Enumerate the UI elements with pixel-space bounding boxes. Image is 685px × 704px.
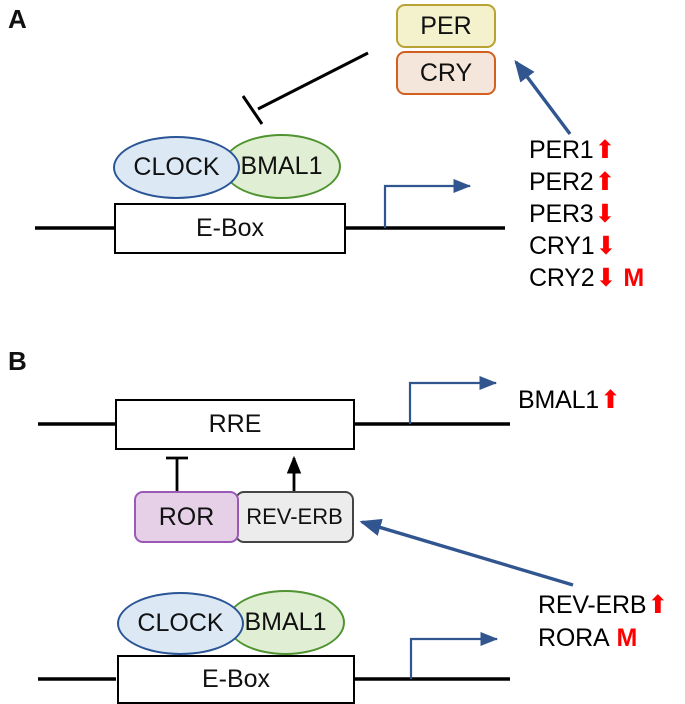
- mutation-marker: M: [616, 624, 638, 652]
- clock-label-a: CLOCK: [133, 153, 220, 181]
- gene-row: PER3 ⬇: [529, 202, 622, 227]
- regulation-arrow-icon: ⬆: [594, 168, 616, 196]
- ebox-element-b: E-Box: [117, 655, 355, 704]
- reverb-protein-box: REV-ERB: [235, 491, 354, 543]
- gene-row: PER2 ⬆: [529, 170, 622, 195]
- bmal1-protein-oval-b: BMAL1: [226, 590, 345, 655]
- regulation-arrow-icon: ⬆: [599, 386, 621, 414]
- ebox-element-a: E-Box: [114, 203, 346, 254]
- regulation-arrow-icon: ⬇: [594, 200, 616, 228]
- ror-protein-box: ROR: [134, 491, 239, 543]
- panel-a-transcription-arrow: [383, 178, 472, 228]
- panel-b-ror-inhibition-connector: [166, 456, 188, 493]
- per-protein-box: PER: [396, 4, 496, 48]
- gene-name: PER2: [529, 168, 594, 196]
- gene-name: PER1: [529, 136, 594, 164]
- clock-protein-oval-a: CLOCK: [113, 136, 240, 199]
- ebox-label-a: E-Box: [195, 214, 265, 242]
- gene-row: BMAL1 ⬆: [518, 388, 621, 413]
- gene-name: REV-ERB: [538, 591, 647, 619]
- panel-b-rre-transcription-arrow: [408, 375, 498, 424]
- cry-protein-box: CRY: [396, 51, 496, 95]
- gene-row: REV-ERB ⬆: [538, 593, 668, 618]
- rre-label: RRE: [208, 410, 262, 438]
- panel-b-feedback-arrow: [359, 518, 574, 587]
- bmal1-label-b: BMAL1: [244, 608, 327, 636]
- clock-protein-oval-b: CLOCK: [117, 592, 244, 655]
- mutation-marker: M: [623, 264, 645, 292]
- gene-row: PER1 ⬆: [529, 138, 622, 163]
- gene-name: PER3: [529, 200, 594, 228]
- bmal1-protein-oval-a: BMAL1: [222, 134, 341, 199]
- panel-label-b: B: [8, 346, 27, 376]
- reverb-label: REV-ERB: [246, 504, 343, 529]
- gene-name: CRY2: [529, 264, 595, 292]
- panel-b-ebox-transcription-arrow: [409, 631, 499, 679]
- ebox-label-b: E-Box: [201, 665, 271, 693]
- cry-protein-label: CRY: [419, 58, 473, 87]
- gene-name: BMAL1: [518, 386, 599, 414]
- ror-label: ROR: [158, 502, 215, 531]
- regulation-arrow-icon: ⬇: [595, 264, 617, 292]
- panel-a-inhibition-connector: [241, 51, 369, 125]
- gene-name: RORA: [538, 624, 610, 652]
- gene-row: CRY2 ⬇ M: [529, 266, 644, 291]
- regulation-arrow-icon: ⬆: [594, 136, 616, 164]
- bmal1-label-a: BMAL1: [240, 152, 323, 180]
- regulation-arrow-icon: ⬆: [647, 591, 669, 619]
- gene-row: CRY1 ⬇: [529, 234, 623, 259]
- rre-element: RRE: [115, 399, 355, 450]
- clock-label-b: CLOCK: [137, 609, 224, 637]
- gene-row: RORA M: [538, 626, 637, 651]
- per-protein-label: PER: [420, 11, 472, 40]
- regulation-arrow-icon: ⬇: [595, 232, 617, 260]
- panel-label-a: A: [8, 4, 27, 34]
- gene-name: CRY1: [529, 232, 595, 260]
- panel-a-feedback-arrow: [514, 59, 572, 136]
